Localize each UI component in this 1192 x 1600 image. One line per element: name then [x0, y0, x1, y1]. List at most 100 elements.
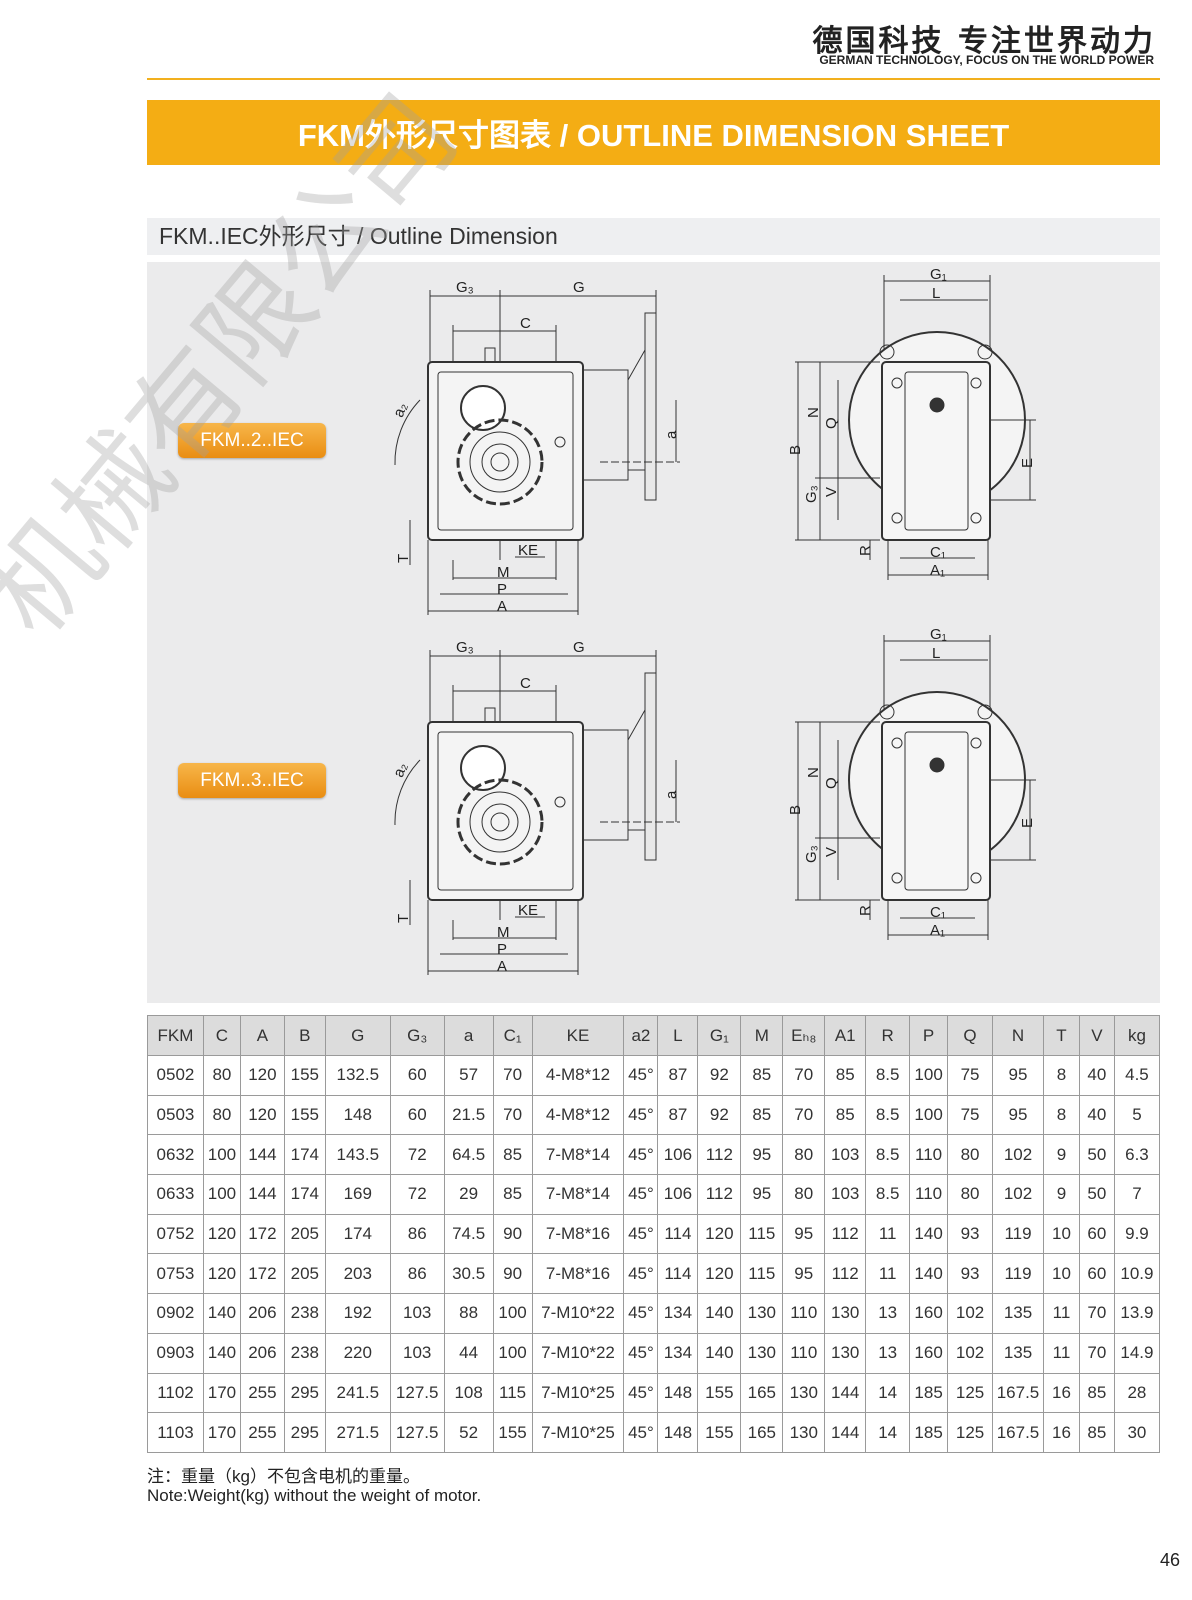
table-cell: 50 — [1078, 1134, 1115, 1176]
table-cell: 110 — [909, 1134, 949, 1176]
table-cell: 87 — [657, 1055, 699, 1096]
section-title: FKM..IEC外形尺寸 / Outline Dimension — [147, 218, 1160, 255]
column-header: KE — [531, 1015, 625, 1056]
table-cell: 112 — [824, 1213, 867, 1255]
table-cell: 110 — [909, 1174, 949, 1215]
table-cell: 206 — [239, 1293, 285, 1334]
column-header: C₁ — [492, 1015, 533, 1056]
table-cell: 0502 — [147, 1055, 204, 1096]
table-cell: 192 — [324, 1293, 391, 1334]
table-cell: 85 — [740, 1055, 784, 1096]
table-cell: 132.5 — [324, 1055, 391, 1096]
table-cell: 160 — [909, 1293, 949, 1334]
table-cell: 45° — [623, 1372, 659, 1414]
table-cell: 170 — [202, 1412, 241, 1453]
table-cell: 114 — [657, 1253, 699, 1295]
drawing-fkm3-side — [388, 637, 682, 977]
table-cell: 135 — [992, 1332, 1044, 1374]
table-cell: 13 — [865, 1332, 911, 1374]
table-cell: 144 — [824, 1412, 867, 1453]
table-cell: 28 — [1113, 1372, 1161, 1414]
table-cell: 85 — [1078, 1372, 1115, 1414]
table-cell: 4-M8*12 — [531, 1094, 625, 1136]
table-cell: 205 — [283, 1253, 326, 1295]
table-cell: 44 — [443, 1332, 494, 1374]
table-cell: 1102 — [147, 1372, 204, 1414]
table-cell: 14 — [865, 1412, 911, 1453]
table-cell: 241.5 — [324, 1372, 391, 1414]
column-header: G₁ — [697, 1015, 742, 1056]
table-cell: 14.9 — [1113, 1332, 1161, 1374]
table-cell: 60 — [389, 1055, 445, 1096]
table-cell: 40 — [1078, 1055, 1115, 1096]
table-cell: 1103 — [147, 1412, 204, 1453]
table-cell: 125 — [947, 1412, 994, 1453]
table-cell: 172 — [239, 1253, 285, 1295]
table-cell: 155 — [697, 1412, 742, 1453]
table-cell: 220 — [324, 1332, 391, 1374]
table-cell: 80 — [782, 1134, 826, 1176]
drawing-area: G₃ G C a₂ a T KE M P A — [147, 262, 1160, 1003]
table-cell: 238 — [283, 1332, 326, 1374]
table-cell: 140 — [909, 1253, 949, 1295]
table-cell: 271.5 — [324, 1412, 391, 1453]
table-cell: 0632 — [147, 1134, 204, 1176]
table-cell: 45° — [623, 1213, 659, 1255]
table-cell: 135 — [992, 1293, 1044, 1334]
table-cell: 174 — [283, 1174, 326, 1215]
table-cell: 160 — [909, 1332, 949, 1374]
table-cell: 93 — [947, 1253, 994, 1295]
table-cell: 95 — [740, 1134, 784, 1176]
table-cell: 100 — [492, 1332, 533, 1374]
table-cell: 75 — [947, 1094, 994, 1136]
table-cell: 57 — [443, 1055, 494, 1096]
table-cell: 64.5 — [443, 1134, 494, 1176]
column-header: T — [1042, 1015, 1080, 1056]
table-cell: 10.9 — [1113, 1253, 1161, 1295]
table-cell: 72 — [389, 1134, 445, 1176]
table-cell: 115 — [492, 1372, 533, 1414]
table-cell: 134 — [657, 1293, 699, 1334]
table-cell: 45° — [623, 1412, 659, 1453]
table-cell: 165 — [740, 1412, 784, 1453]
table-cell: 75 — [947, 1055, 994, 1096]
table-cell: 140 — [909, 1213, 949, 1255]
table-cell: 119 — [992, 1253, 1044, 1295]
table-cell: 167.5 — [992, 1372, 1044, 1414]
table-cell: 45° — [623, 1293, 659, 1334]
table-cell: 106 — [657, 1174, 699, 1215]
table-cell: 143.5 — [324, 1134, 391, 1176]
table-cell: 30.5 — [443, 1253, 494, 1295]
table-cell: 40 — [1078, 1094, 1115, 1136]
table-cell: 60 — [1078, 1253, 1115, 1295]
table-cell: 7-M10*22 — [531, 1293, 625, 1334]
table-cell: 30 — [1113, 1412, 1161, 1453]
table-cell: 11 — [865, 1253, 911, 1295]
table-cell: 155 — [283, 1094, 326, 1136]
table-cell: 170 — [202, 1372, 241, 1414]
table-cell: 45° — [623, 1134, 659, 1176]
table-cell: 13.9 — [1113, 1293, 1161, 1334]
header-divider — [147, 78, 1160, 80]
table-cell: 167.5 — [992, 1412, 1044, 1453]
table-cell: 130 — [782, 1372, 826, 1414]
column-header: L — [657, 1015, 699, 1056]
table-cell: 93 — [947, 1213, 994, 1255]
table-cell: 70 — [782, 1055, 826, 1096]
table-cell: 205 — [283, 1213, 326, 1255]
table-cell: 120 — [697, 1213, 742, 1255]
table-cell: 140 — [697, 1293, 742, 1334]
table-cell: 45° — [623, 1094, 659, 1136]
table-cell: 112 — [697, 1174, 742, 1215]
table-cell: 172 — [239, 1213, 285, 1255]
column-header: M — [740, 1015, 784, 1056]
table-cell: 70 — [1078, 1332, 1115, 1374]
table-cell: 0903 — [147, 1332, 204, 1374]
